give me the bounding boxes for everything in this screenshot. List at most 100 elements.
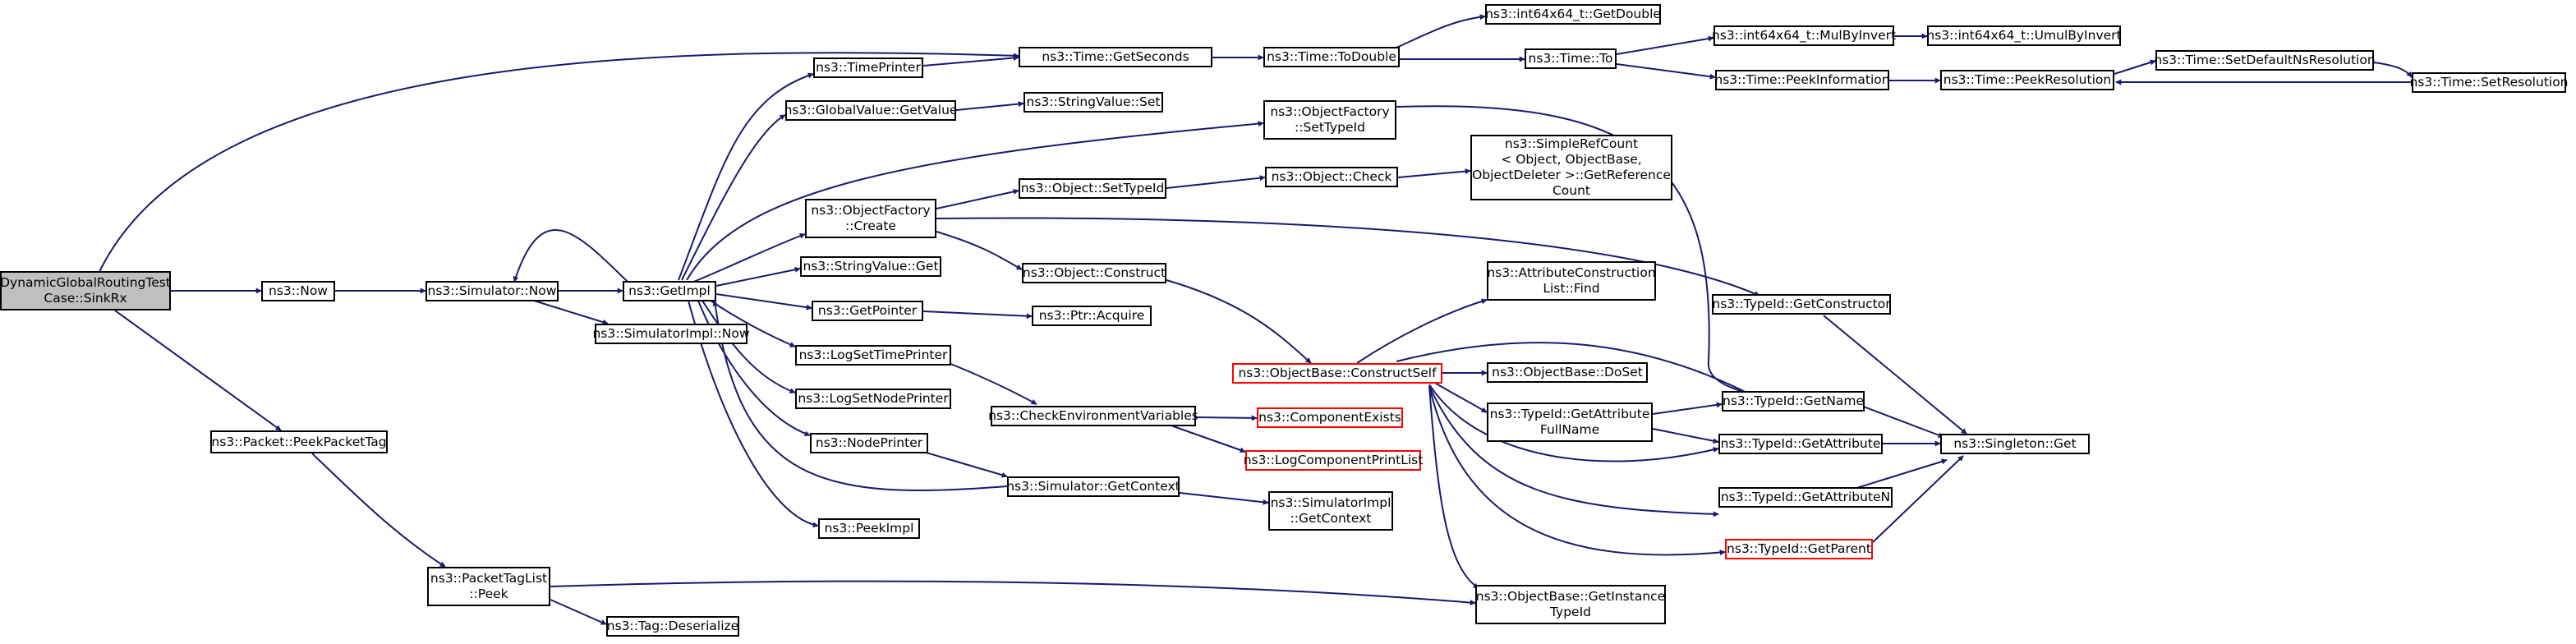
edge-simulator-getcontext-to-simulatorimpl-getcontext — [1179, 492, 1269, 505]
node-typeid-getparent[interactable]: ns3::TypeId::GetParent — [1725, 539, 1873, 559]
node-check-env-vars[interactable]: ns3::CheckEnvironmentVariables — [988, 406, 1198, 426]
edge-get-impl-to-log-set-time-printer — [707, 298, 796, 347]
edge-get-impl-to-node-printer — [697, 300, 811, 437]
edge-get-impl-to-get-pointer — [715, 293, 812, 310]
edge-constructself-to-typeid-getattribute — [1428, 384, 1719, 462]
node-time-todouble[interactable]: ns3::Time::ToDouble — [1263, 47, 1400, 67]
node-packettaglist-peek[interactable]: ns3::PacketTagList ::Peek — [427, 567, 550, 606]
node-simulator-now[interactable]: ns3::Simulator::Now — [426, 281, 559, 301]
edge-check-env-vars-to-component-exists — [1195, 415, 1258, 421]
edge-constructself-to-objectbase-getinstancetypeid — [1428, 385, 1479, 589]
node-globalvalue-getvalue[interactable]: ns3::GlobalValue::GetValue — [784, 100, 957, 121]
node-objectfactory-settypeid[interactable]: ns3::ObjectFactory ::SetTypeId — [1263, 100, 1396, 140]
edge-object-settypeid-to-object-check — [1166, 175, 1266, 189]
node-node-printer[interactable]: ns3::NodePrinter — [810, 433, 928, 453]
edge-check-env-vars-to-log-component-printlist — [1166, 423, 1246, 453]
edge-constructself-to-attributeconstructionlist-find — [1356, 298, 1488, 364]
node-tag-deserialize[interactable]: ns3::Tag::Deserialize — [606, 616, 739, 637]
node-objectbase-getinstancetypeid[interactable]: ns3::ObjectBase::GetInstance TypeId — [1475, 585, 1666, 624]
edge-time-to-int64x64-mulbyinvert — [1616, 35, 1714, 55]
edge-get-impl-to-time-printer — [678, 72, 814, 281]
node-stringvalue-get[interactable]: ns3::StringValue::Get — [800, 256, 941, 277]
node-typeid-getattributen[interactable]: ns3::TypeId::GetAttributeN — [1718, 487, 1893, 508]
node-ptr-acquire[interactable]: ns3::Ptr::Acquire — [1032, 306, 1152, 326]
node-simulatorimpl-now[interactable]: ns3::SimulatorImpl::Now — [592, 324, 750, 344]
edge-get-impl-to-simulator-now — [513, 229, 629, 283]
node-now[interactable]: ns3::Now — [261, 281, 335, 301]
node-log-component-printlist[interactable]: ns3::LogComponentPrintList — [1244, 450, 1423, 471]
node-typeid-getconstructor[interactable]: ns3::TypeId::GetConstructor — [1712, 294, 1891, 315]
edge-typeid-getattributefullname-to-typeid-getname — [1652, 402, 1723, 415]
node-typeid-getname[interactable]: ns3::TypeId::GetName — [1722, 391, 1865, 412]
node-time-peekinformation[interactable]: ns3::Time::PeekInformation — [1714, 70, 1890, 90]
edge-objectfactory-create-to-object-construct — [936, 231, 1023, 270]
edge-objectfactory-create-to-typeid-getconstructor — [936, 217, 1760, 297]
node-time-printer[interactable]: ns3::TimePrinter — [813, 58, 923, 78]
edge-simulator-now-to-simulatorimpl-now — [533, 300, 609, 325]
edge-objectfactory-settypeid-to-typeid-getname — [1396, 105, 1783, 403]
edge-time-todouble-to-int64x64-getdouble — [1396, 14, 1486, 48]
edge-time-to-time-peekinformation — [1616, 63, 1716, 80]
edge-get-impl-to-log-set-node-printer — [702, 300, 796, 394]
node-stringvalue-set[interactable]: ns3::StringValue::Set — [1024, 92, 1163, 113]
edge-object-check-to-simplerefcount — [1397, 168, 1471, 178]
node-int64x64-mulbyinvert[interactable]: ns3::int64x64_t::MulByInvert — [1712, 25, 1896, 46]
edge-get-impl-to-stringvalue-get — [715, 266, 801, 287]
edge-time-setdefaultnsresolution-to-time-setresolution — [2373, 62, 2413, 78]
edge-get-pointer-to-ptr-acquire — [922, 310, 1033, 320]
edge-node-printer-to-simulator-getcontext — [922, 451, 1008, 478]
edge-typeid-getname-to-singleton-get — [1861, 405, 1944, 439]
edge-objectfactory-create-to-object-settypeid — [936, 188, 1019, 209]
edge-typeid-getconstructor-to-singleton-get — [1823, 315, 1967, 435]
node-attributeconstructionlist-find[interactable]: ns3::AttributeConstruction List::Find — [1487, 261, 1656, 301]
edge-typeid-getattributefullname-to-typeid-getattribute — [1652, 428, 1719, 444]
node-objectbase-doset[interactable]: ns3::ObjectBase::DoSet — [1487, 362, 1648, 383]
node-peek-impl[interactable]: ns3::PeekImpl — [818, 518, 920, 539]
node-log-set-time-printer[interactable]: ns3::LogSetTimePrinter — [795, 345, 951, 366]
edge-constructself-to-typeid-getparent — [1428, 385, 1726, 556]
node-object-settypeid[interactable]: ns3::Object::SetTypeId — [1019, 178, 1166, 199]
edge-object-construct-to-objectbase-constructself — [1166, 279, 1312, 364]
edge-get-impl-to-peek-impl — [688, 300, 819, 528]
edge-get-impl-to-objectfactory-settypeid — [686, 121, 1264, 281]
node-typeid-getattributefullname[interactable]: ns3::TypeId::GetAttribute FullName — [1487, 402, 1653, 442]
edge-time-peekresolution-to-time-setdefaultnsresolution — [2114, 59, 2156, 75]
edge-packettaglist-peek-to-objectbase-getinstancetypeid — [550, 580, 1476, 605]
edge-typeid-getparent-to-singleton-get — [1872, 455, 1964, 543]
edge-packettaglist-peek-to-tag-deserialize — [550, 599, 607, 625]
node-root: DynamicGlobalRoutingTest Case::SinkRx — [0, 271, 171, 310]
node-objectfactory-create[interactable]: ns3::ObjectFactory ::Create — [805, 199, 936, 238]
node-peek-packet-tag[interactable]: ns3::Packet::PeekPacketTag — [210, 430, 388, 453]
node-time-setdefaultnsresolution[interactable]: ns3::Time::SetDefaultNsResolution — [2154, 50, 2376, 71]
edge-globalvalue-getvalue-to-stringvalue-set — [955, 101, 1024, 111]
edge-get-impl-to-objectfactory-create — [691, 232, 806, 283]
edge-simulator-getcontext-to-get-impl — [712, 300, 1008, 492]
node-simulatorimpl-getcontext[interactable]: ns3::SimulatorImpl ::GetContext — [1268, 491, 1393, 531]
node-time-getseconds[interactable]: ns3::Time::GetSeconds — [1019, 47, 1212, 67]
edge-log-set-time-printer-to-check-env-vars — [944, 361, 1037, 405]
node-get-impl[interactable]: ns3::GetImpl — [623, 281, 716, 301]
edge-time-printer-to-time-getseconds — [922, 55, 1019, 67]
node-int64x64-getdouble[interactable]: ns3::int64x64_t::GetDouble — [1485, 4, 1661, 25]
node-simulator-getcontext[interactable]: ns3::Simulator::GetContext — [1006, 476, 1180, 497]
node-component-exists[interactable]: ns3::ComponentExists — [1257, 407, 1403, 428]
edge-get-impl-to-globalvalue-getvalue — [681, 114, 786, 281]
edge-constructself-to-typeid-getname — [1396, 342, 1764, 402]
node-time-to[interactable]: ns3::Time::To — [1525, 48, 1617, 69]
edge-typeid-getattributen-to-singleton-get — [1851, 458, 1948, 490]
node-get-pointer[interactable]: ns3::GetPointer — [812, 301, 923, 321]
node-object-construct[interactable]: ns3::Object::Construct — [1022, 263, 1166, 283]
edge-constructself-to-typeid-getattributen — [1428, 385, 1719, 518]
node-log-set-node-printer[interactable]: ns3::LogSetNodePrinter — [795, 389, 951, 409]
node-simplerefcount-getreferencecount[interactable]: ns3::SimpleRefCount < Object, ObjectBase… — [1470, 135, 1672, 200]
edge-root-to-time-getseconds — [98, 52, 1019, 274]
node-int64x64-umulbyinvert[interactable]: ns3::int64x64_t::UmulByInvert — [1926, 25, 2122, 46]
node-time-setresolution[interactable]: ns3::Time::SetResolution — [2409, 72, 2569, 93]
node-object-check[interactable]: ns3::Object::Check — [1265, 167, 1398, 187]
node-objectbase-constructself[interactable]: ns3::ObjectBase::ConstructSelf — [1232, 363, 1442, 384]
node-time-peekresolution[interactable]: ns3::Time::PeekResolution — [1940, 70, 2114, 90]
node-typeid-getattribute[interactable]: ns3::TypeId::GetAttribute — [1718, 434, 1883, 454]
edge-root-to-peek-packet-tag — [114, 310, 282, 431]
node-singleton-get[interactable]: ns3::Singleton::Get — [1940, 434, 2090, 454]
